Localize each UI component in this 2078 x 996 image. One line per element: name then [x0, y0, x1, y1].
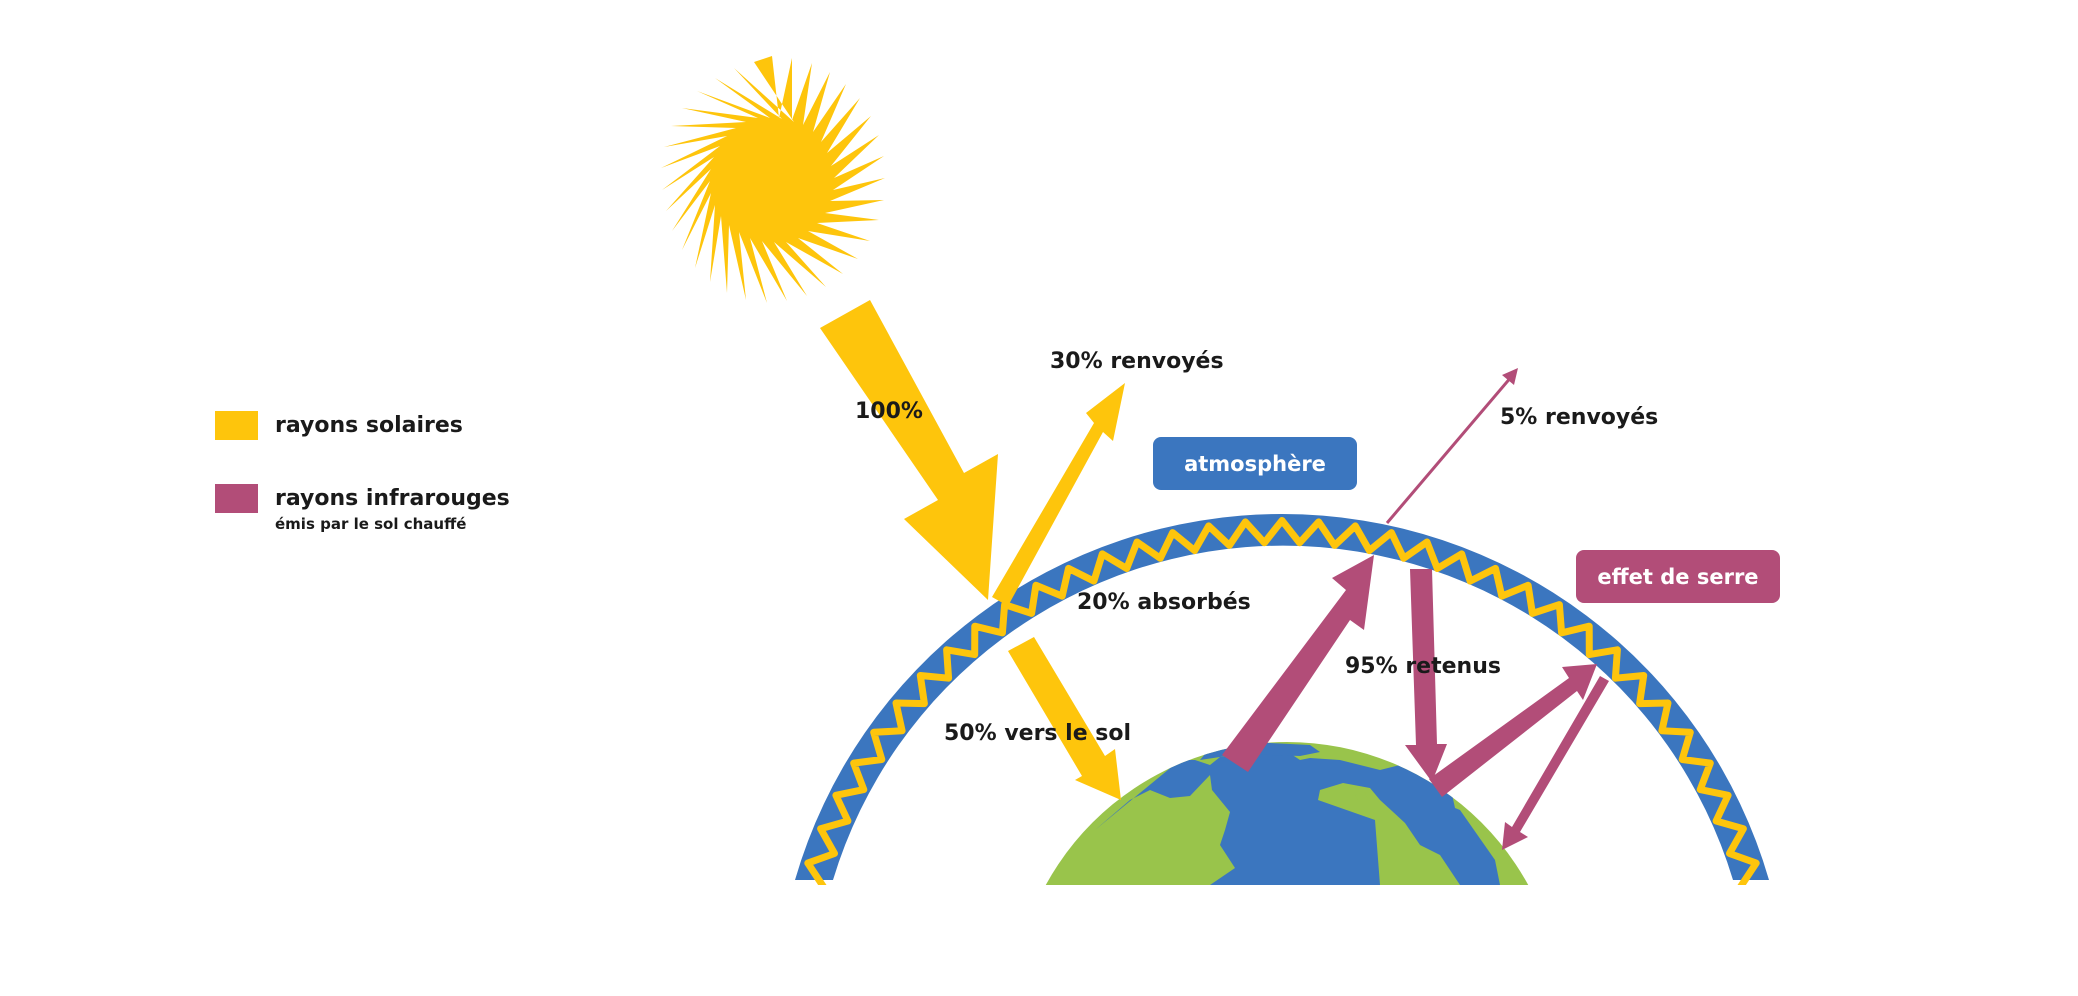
- back-radiation-ir-arrow: [1502, 676, 1609, 850]
- atmosphere-tag: atmosphère: [1153, 437, 1357, 490]
- legend-sublabel-infrared: émis par le sol chauffé: [275, 515, 467, 533]
- incoming-percent-label: 100%: [855, 399, 923, 424]
- legend-item-solar: rayons solaires: [215, 411, 463, 440]
- to-ground-label: 50% vers le sol: [944, 721, 1131, 746]
- greenhouse-effect-tag: effet de serre: [1576, 550, 1780, 603]
- escaped-ir-arrowhead: [1502, 368, 1518, 385]
- ground-ir-arrow: [1222, 555, 1374, 772]
- incoming-solar-arrow: [820, 300, 998, 600]
- retained-ir-down-arrow: [1405, 569, 1447, 782]
- absorption-wave: [804, 517, 1760, 885]
- retained-ir-label: 95% retenus: [1345, 654, 1501, 679]
- reflected-solar-arrow: [992, 383, 1125, 606]
- legend-label-infrared: rayons infrarouges: [275, 486, 510, 511]
- greenhouse-effect-tag-label: effet de serre: [1597, 564, 1759, 589]
- legend-item-infrared: rayons infrarouges: [215, 484, 510, 513]
- sun-icon: [661, 56, 885, 303]
- atmosphere-arc: [795, 513, 1769, 885]
- legend-label-solar: rayons solaires: [275, 413, 463, 438]
- atmosphere-tag-label: atmosphère: [1184, 451, 1326, 476]
- infrared-swatch-icon: [215, 484, 258, 513]
- reemitted-ir-arrow: [1429, 664, 1597, 797]
- reflected-label: 30% renvoyés: [1050, 349, 1224, 374]
- escaped-ir-label: 5% renvoyés: [1500, 405, 1658, 430]
- solar-swatch-icon: [215, 411, 258, 440]
- absorbed-label: 20% absorbés: [1077, 590, 1251, 615]
- escaped-ir-arrow: [1385, 375, 1514, 524]
- ground-solar-arrow: [1008, 637, 1121, 800]
